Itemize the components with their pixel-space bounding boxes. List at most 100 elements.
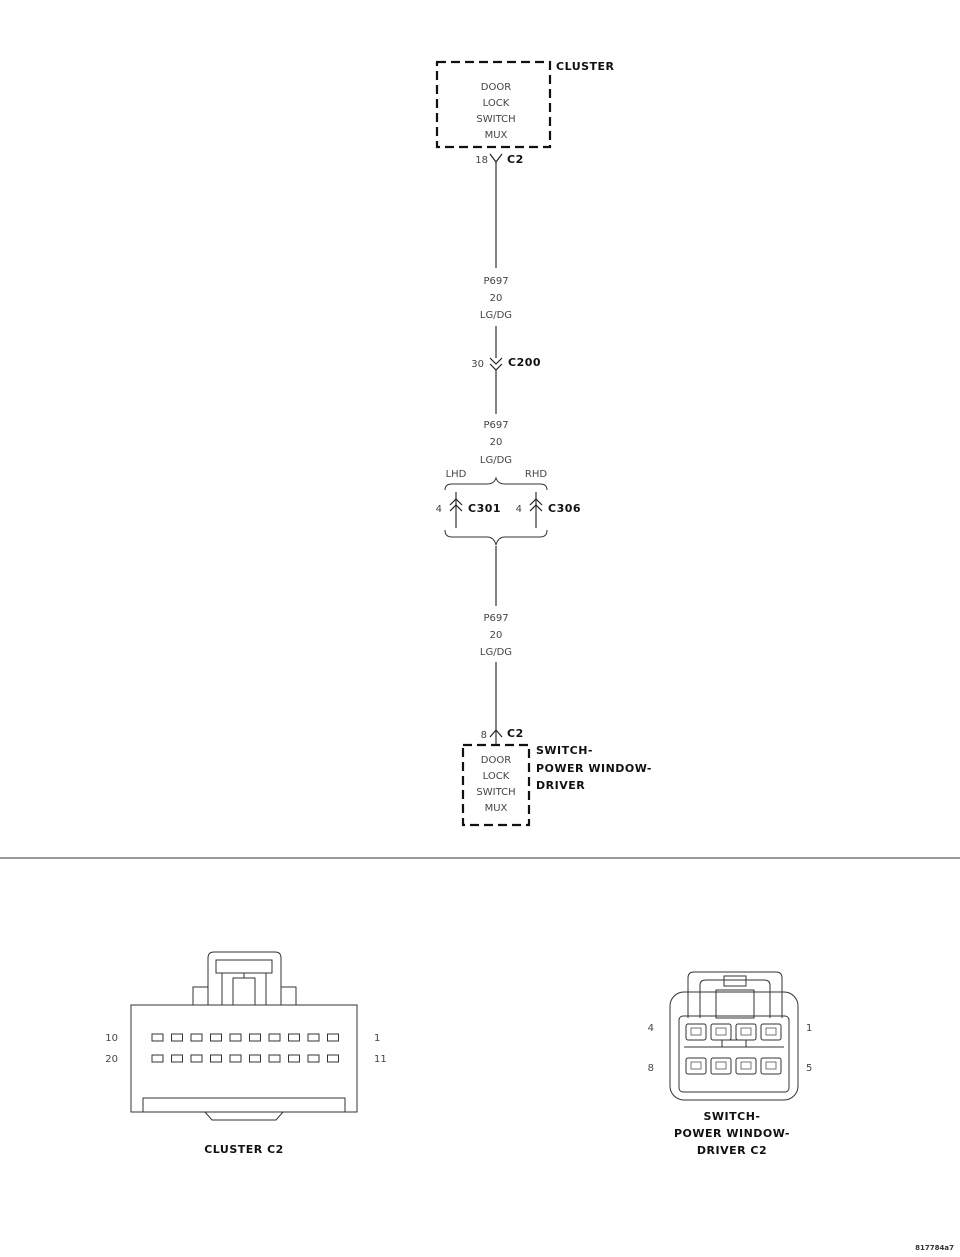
cluster-c2-connector-symbol: [489, 153, 503, 163]
driver-c2-caption-1: SWITCH-: [704, 1110, 761, 1123]
cluster-cavity: [327, 1033, 339, 1042]
cluster-pin-10-label: 10: [105, 1033, 118, 1044]
driver-cavity: [685, 1057, 707, 1075]
driver-cavity: [735, 1057, 757, 1075]
driver-cavity-terminal: [690, 1027, 702, 1036]
driver-cavity-terminal: [765, 1061, 777, 1070]
wire-2-circuit: P697: [483, 420, 508, 431]
c306-connector-label: C306: [548, 502, 581, 515]
cluster-line-2: LOCK: [483, 98, 510, 109]
driver-latch-outer: [687, 971, 783, 1018]
cluster-cavity: [151, 1033, 164, 1042]
driver-c2-caption-2: POWER WINDOW-: [674, 1127, 790, 1140]
c301-connector-label: C301: [468, 502, 501, 515]
cluster-line-1: DOOR: [481, 82, 511, 93]
driver-module-name-2: POWER WINDOW-: [536, 762, 652, 775]
driver-c2-pin-number: 8: [481, 730, 487, 741]
driver-latch-center: [715, 989, 755, 1019]
driver-pin-4-label: 4: [648, 1023, 654, 1034]
cluster-latch-tab: [232, 977, 256, 1006]
cluster-c2-connector-view: 10 1 20 11 CLUSTER C2: [105, 951, 387, 1156]
driver-cavity: [735, 1023, 757, 1041]
cluster-cavity: [171, 1033, 183, 1042]
figure-id: 817784a7: [915, 1244, 954, 1252]
wire-2-gauge: 20: [490, 437, 503, 448]
driver-module-line-4: MUX: [485, 803, 508, 814]
cluster-pin-20-label: 20: [105, 1054, 118, 1065]
top-branch-brace: [444, 476, 548, 491]
driver-center-key: [721, 1039, 747, 1048]
driver-module-line-1: DOOR: [481, 755, 511, 766]
cluster-cavity: [327, 1054, 339, 1063]
driver-cavity: [710, 1023, 732, 1041]
driver-cavity-grid: [685, 1023, 782, 1075]
cluster-bottom-key: [204, 1111, 284, 1121]
cluster-cavity: [307, 1033, 320, 1042]
cluster-pin-1-label: 1: [374, 1033, 380, 1044]
driver-c2-connector-label: C2: [507, 727, 524, 740]
driver-cavity-terminal: [740, 1027, 752, 1036]
cluster-line-3: SWITCH: [476, 114, 515, 125]
cluster-c2-connector-label: C2: [507, 153, 524, 166]
driver-cavity-terminal: [690, 1061, 702, 1070]
wire-1-gauge: 20: [490, 293, 503, 304]
driver-pin-1-label: 1: [806, 1023, 812, 1034]
c200-connector-symbol: [489, 357, 503, 371]
c200-inline-connector: 30 C200: [471, 356, 541, 371]
cluster-c2-pin: 18 C2: [475, 153, 523, 166]
driver-latch-inner: [699, 979, 771, 1018]
cluster-cavity: [249, 1033, 261, 1042]
cluster-cavity: [210, 1033, 222, 1042]
cluster-cavity: [151, 1054, 164, 1063]
c200-pin-number: 30: [471, 359, 484, 370]
cluster-cavity: [229, 1033, 242, 1042]
driver-switch-module-box: [461, 743, 531, 827]
driver-module-name-1: SWITCH-: [536, 744, 593, 757]
driver-cavity: [685, 1023, 707, 1041]
cluster-module-name: CLUSTER: [556, 60, 615, 73]
c306-connector-symbol: [529, 498, 543, 512]
driver-connector-body: [669, 991, 799, 1101]
cluster-cavity: [288, 1054, 300, 1063]
cluster-cavity: [229, 1054, 242, 1063]
c306-pin-number: 4: [516, 504, 522, 515]
driver-cavity-terminal: [740, 1061, 752, 1070]
driver-cavity-terminal: [715, 1027, 727, 1036]
wire-3-color: LG/DG: [480, 647, 512, 658]
cluster-module: DOOR LOCK SWITCH MUX CLUSTER: [435, 60, 615, 149]
driver-switch-module: DOOR LOCK SWITCH MUX SWITCH- POWER WINDO…: [461, 743, 652, 827]
driver-cavity: [760, 1057, 782, 1075]
cluster-line-4: MUX: [485, 130, 508, 141]
cluster-cavity: [249, 1054, 261, 1063]
cluster-lower-rail: [142, 1097, 346, 1112]
wire-1-circuit: P697: [483, 276, 508, 287]
driver-pin-5-label: 5: [806, 1063, 812, 1074]
driver-connector-face: [678, 1015, 790, 1093]
driver-module-line-3: SWITCH: [476, 787, 515, 798]
cluster-module-box: [435, 60, 552, 149]
cluster-cavity: [288, 1033, 300, 1042]
c301-connector-symbol: [449, 498, 463, 512]
c200-connector-label: C200: [508, 356, 541, 369]
cluster-cavity: [210, 1054, 222, 1063]
cluster-pin-11-label: 11: [374, 1054, 387, 1065]
wire-label-1: P697 20 LG/DG: [480, 276, 512, 321]
cluster-cavity: [190, 1054, 203, 1063]
driver-module-name-3: DRIVER: [536, 779, 585, 792]
c301-pin-number: 4: [436, 504, 442, 515]
wire-label-3: P697 20 LG/DG: [480, 613, 512, 658]
driver-cavity: [760, 1023, 782, 1041]
cluster-cavity: [268, 1054, 281, 1063]
driver-cavity: [710, 1057, 732, 1075]
cluster-cavity: [268, 1033, 281, 1042]
driver-c2-caption-3: DRIVER C2: [697, 1144, 767, 1157]
driver-latch-tab: [723, 975, 747, 987]
wire-2-color: LG/DG: [480, 455, 512, 466]
wire-1-color: LG/DG: [480, 310, 512, 321]
region-branch: LHD RHD 4 C301 4 C306: [436, 469, 581, 546]
wire-3-gauge: 20: [490, 630, 503, 641]
cluster-cavity: [171, 1054, 183, 1063]
wire-label-2: P697 20 LG/DG: [480, 420, 512, 466]
driver-pin-8-label: 8: [648, 1063, 654, 1074]
